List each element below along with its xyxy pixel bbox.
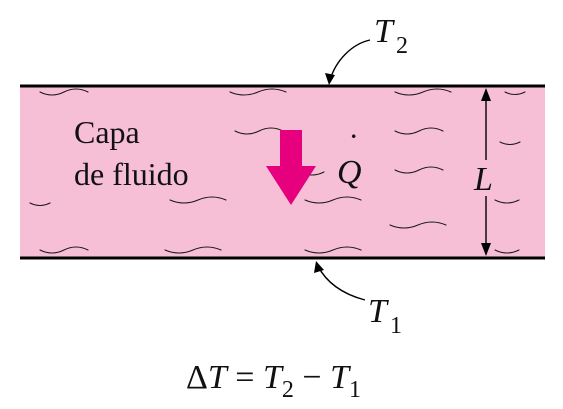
bottom-temperature-label: T bbox=[368, 293, 389, 330]
equation: ΔT = T2 − T1 bbox=[186, 359, 361, 403]
fluid-layer-label-line2: de fluido bbox=[74, 156, 189, 192]
wave-streak bbox=[164, 246, 222, 254]
top-temperature-label: T bbox=[374, 13, 395, 50]
equation-t2: T bbox=[263, 359, 284, 396]
thickness-arrowhead-top bbox=[481, 88, 491, 101]
bottom-temperature-subscript: 1 bbox=[390, 313, 402, 339]
equation-t1: T bbox=[330, 359, 351, 396]
top-temperature-leader-arrowhead bbox=[325, 73, 335, 85]
wave-streak bbox=[29, 202, 51, 207]
bottom-temperature-leader-arrowhead bbox=[314, 261, 324, 273]
top-temperature-subscript: 2 bbox=[396, 33, 408, 59]
wave-streak bbox=[494, 249, 520, 254]
equation-delta: Δ bbox=[186, 359, 208, 396]
wave-streak bbox=[39, 246, 89, 254]
thickness-label: L bbox=[473, 161, 493, 198]
thickness-arrowhead-bottom bbox=[481, 243, 491, 256]
wave-streak bbox=[394, 88, 452, 96]
heat-flow-arrow bbox=[266, 130, 316, 205]
equation-t2-subscript: 2 bbox=[282, 377, 294, 403]
wave-streak bbox=[394, 166, 444, 174]
heat-flow-label: Q bbox=[337, 154, 362, 191]
wave-streak bbox=[304, 196, 362, 204]
wave-streak bbox=[229, 88, 287, 96]
equation-minus: − bbox=[294, 359, 330, 396]
equation-equals: = bbox=[227, 359, 263, 396]
top-temperature-leader bbox=[329, 39, 371, 81]
equation-lhs: T bbox=[208, 359, 229, 396]
wave-streak bbox=[499, 141, 521, 146]
wave-streak bbox=[234, 127, 284, 135]
wave-streak bbox=[389, 221, 447, 229]
wave-streak bbox=[394, 127, 444, 135]
equation-t1-subscript: 1 bbox=[349, 377, 361, 403]
heat-flow-dot: ˙ bbox=[348, 128, 359, 165]
bottom-temperature-leader bbox=[317, 265, 366, 301]
wave-streak bbox=[494, 199, 520, 204]
wave-streak bbox=[169, 196, 227, 204]
wave-streak bbox=[504, 91, 526, 96]
wave-streak bbox=[304, 246, 362, 254]
wave-streak bbox=[39, 88, 89, 96]
fluid-layer-label-line1: Capa bbox=[74, 114, 140, 150]
